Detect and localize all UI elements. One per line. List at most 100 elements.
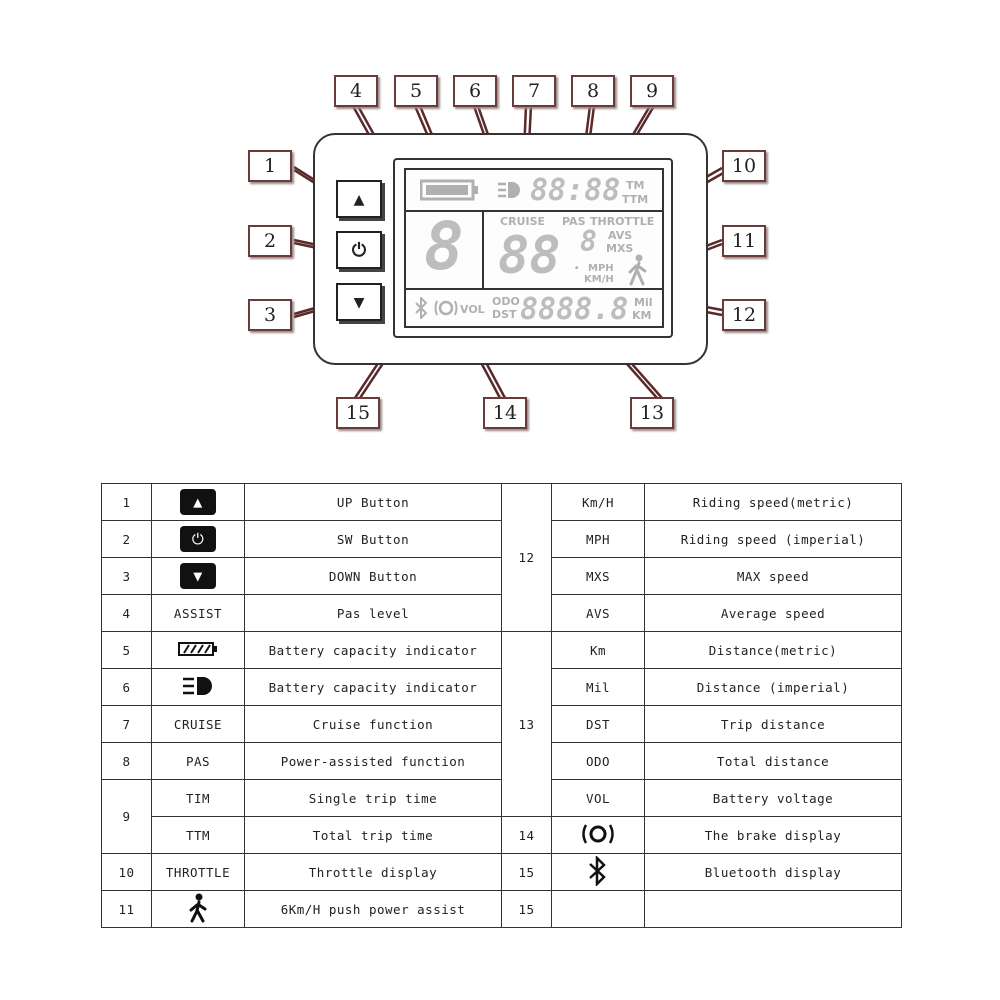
- row-abbreviation: MPH: [551, 520, 645, 558]
- mil-label: Mil: [634, 296, 653, 309]
- row-number: 10: [101, 853, 152, 891]
- callout-4: 4: [334, 75, 378, 107]
- row-description: DOWN Button: [244, 557, 502, 595]
- row-number: 15: [501, 853, 552, 891]
- row-description: Distance(metric): [644, 631, 902, 669]
- walking-person-icon: [189, 893, 207, 922]
- headlight-icon: [183, 676, 212, 695]
- down-button[interactable]: ▼: [336, 283, 382, 321]
- row-symbol: PAS: [151, 742, 245, 780]
- table-row: 10 THROTTLE Throttle display 15 Bluetoot…: [101, 853, 902, 891]
- row-symbol: TTM: [151, 816, 245, 854]
- row-symbol: ▼: [151, 557, 245, 595]
- ttm-label: TTM: [622, 193, 649, 206]
- row-symbol: TIM: [151, 779, 245, 817]
- assist-level-digit: 8: [424, 208, 464, 285]
- row-symbol: ⏻: [151, 520, 245, 558]
- mxs-label: MXS: [606, 242, 634, 255]
- row-abbreviation: DST: [551, 705, 645, 743]
- tm-label: TM: [626, 179, 645, 192]
- row-description: Power-assisted function: [244, 742, 502, 780]
- table-row: 5 Battery capacity indicator 13 Km Dista…: [101, 631, 902, 817]
- row-description: Battery capacity indicator: [244, 668, 502, 706]
- callout-2: 2: [248, 225, 292, 257]
- lcd-screen: 88:88 TM TTM 8 CRUISE PAS THROTTLE 88 . …: [404, 168, 664, 328]
- row-abbreviation: AVS: [551, 594, 645, 632]
- row-description: Battery voltage: [644, 779, 902, 817]
- table-row: 9 TIM Single trip time VOL Battery volta…: [101, 779, 902, 854]
- time-readout: 88:88: [530, 173, 621, 208]
- kmh-label: KM/H: [584, 274, 614, 285]
- row-number: 2: [101, 520, 152, 558]
- callout-8: 8: [571, 75, 615, 107]
- speed-decimal-dot: .: [574, 257, 580, 273]
- row-description: UP Button: [244, 483, 502, 521]
- row-description: 6Km/H push power assist: [244, 890, 502, 928]
- row-abbreviation: Mil: [551, 668, 645, 706]
- row-description: Throttle display: [244, 853, 502, 891]
- table-row: 6 Battery capacity indicator Mil Distanc…: [101, 668, 902, 706]
- legend-table: 1 ▲ UP Button 12 Km/H Riding speed(metri…: [101, 483, 902, 928]
- battery-icon: [178, 641, 217, 656]
- row-description: MAX speed: [644, 557, 902, 595]
- row-number: 9: [101, 779, 152, 854]
- row-number: 11: [101, 890, 152, 928]
- row-description: SW Button: [244, 520, 502, 558]
- down-triangle-icon: ▼: [180, 563, 216, 589]
- brake-icon: [434, 300, 458, 316]
- row-symbol: [151, 668, 245, 706]
- bluetooth-icon: [589, 854, 606, 887]
- callout-14: 14: [483, 397, 527, 429]
- row-symbol: [151, 890, 245, 928]
- row-number: 7: [101, 705, 152, 743]
- row-symbol: CRUISE: [151, 705, 245, 743]
- power-button[interactable]: ⏻: [336, 231, 382, 269]
- headlight-icon: [498, 182, 520, 198]
- callout-1: 1: [248, 150, 292, 182]
- callout-3: 3: [248, 299, 292, 331]
- row-abbreviation: VOL: [551, 779, 645, 817]
- row-abbreviation: ODO: [551, 742, 645, 780]
- brake-icon: [582, 823, 614, 844]
- power-icon: ⏻: [180, 526, 216, 552]
- speed-readout: 88: [498, 226, 561, 286]
- callout-6: 6: [453, 75, 497, 107]
- odo-label: ODO: [492, 295, 520, 308]
- table-row: 7 CRUISE Cruise function DST Trip distan…: [101, 705, 902, 743]
- row-symbol: ASSIST: [151, 594, 245, 632]
- power-icon: ⏻: [351, 239, 367, 261]
- callout-13: 13: [630, 397, 674, 429]
- row-description: Total trip time: [244, 816, 502, 854]
- vol-label: VOL: [460, 303, 485, 316]
- distance-readout: 8888.8: [520, 292, 629, 327]
- table-row: 3 ▼ DOWN Button MXS MAX speed: [101, 557, 902, 595]
- callout-15: 15: [336, 397, 380, 429]
- lcd-divider-top: [406, 210, 662, 212]
- callout-5: 5: [394, 75, 438, 107]
- row-number: 1: [101, 483, 152, 521]
- walking-person-icon: [628, 254, 647, 286]
- down-triangle-icon: ▼: [353, 291, 365, 313]
- pas-label: PAS: [562, 215, 586, 228]
- km-label: KM: [632, 309, 652, 322]
- row-symbol: [551, 853, 645, 891]
- lcd-divider-bottom: [406, 288, 662, 290]
- row-description: Pas level: [244, 594, 502, 632]
- row-description: Average speed: [644, 594, 902, 632]
- dst-label: DST: [492, 308, 517, 321]
- row-number: 6: [101, 668, 152, 706]
- screen-bezel: [393, 158, 673, 338]
- row-number: 3: [101, 557, 152, 595]
- row-description: Bluetooth display: [644, 853, 902, 891]
- up-button[interactable]: ▲: [336, 180, 382, 218]
- callout-12: 12: [722, 299, 766, 331]
- row-number: 8: [101, 742, 152, 780]
- display-diagram: ▲ ⏻ ▼ 88:88 TM TTM 8 CRUISE PAS THRO: [0, 0, 1000, 450]
- row-description: Battery capacity indicator: [244, 631, 502, 669]
- row-description: Single trip time: [244, 779, 502, 817]
- row-description: Trip distance: [644, 705, 902, 743]
- table-row: 1 ▲ UP Button 12 Km/H Riding speed(metri…: [101, 483, 902, 632]
- up-triangle-icon: ▲: [353, 188, 365, 210]
- callout-9: 9: [630, 75, 674, 107]
- throttle-label: THROTTLE: [590, 215, 655, 228]
